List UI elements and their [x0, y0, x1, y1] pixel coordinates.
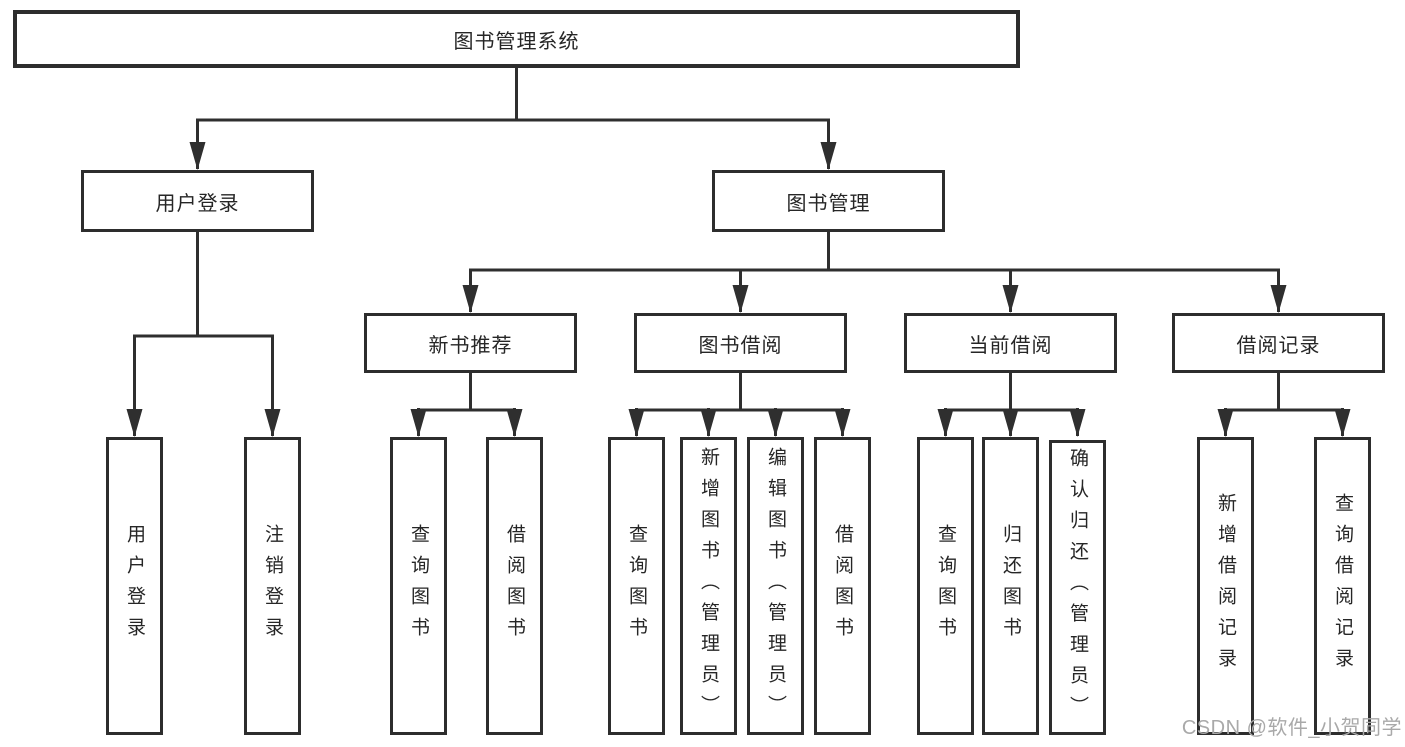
- node-book-borrow: 图书借阅: [634, 313, 847, 373]
- node-cb-confirm-return-admin: 确认归还（管理员）: [1049, 440, 1106, 735]
- node-br-query-record: 查询借阅记录: [1314, 437, 1371, 735]
- node-user-login-leaf: 用户登录: [106, 437, 163, 735]
- node-user-login: 用户登录: [81, 170, 314, 232]
- node-logout-leaf: 注销登录: [244, 437, 301, 735]
- node-nb-borrow-book: 借阅图书: [486, 437, 543, 735]
- node-cb-return-book: 归还图书: [982, 437, 1039, 735]
- node-current-borrow: 当前借阅: [904, 313, 1117, 373]
- node-book-management: 图书管理: [712, 170, 945, 232]
- node-bb-add-book-admin: 新增图书（管理员）: [680, 437, 737, 735]
- node-cb-query-book: 查询图书: [917, 437, 974, 735]
- node-br-add-record: 新增借阅记录: [1197, 437, 1254, 735]
- node-new-book-recommend: 新书推荐: [364, 313, 577, 373]
- node-nb-query-book: 查询图书: [390, 437, 447, 735]
- node-bb-query-book: 查询图书: [608, 437, 665, 735]
- node-library-system: 图书管理系统: [13, 10, 1020, 68]
- node-bb-edit-book-admin: 编辑图书（管理员）: [747, 437, 804, 735]
- node-borrow-record: 借阅记录: [1172, 313, 1385, 373]
- watermark: CSDN @软件_小贺同学: [1181, 717, 1402, 739]
- node-bb-borrow-book: 借阅图书: [814, 437, 871, 735]
